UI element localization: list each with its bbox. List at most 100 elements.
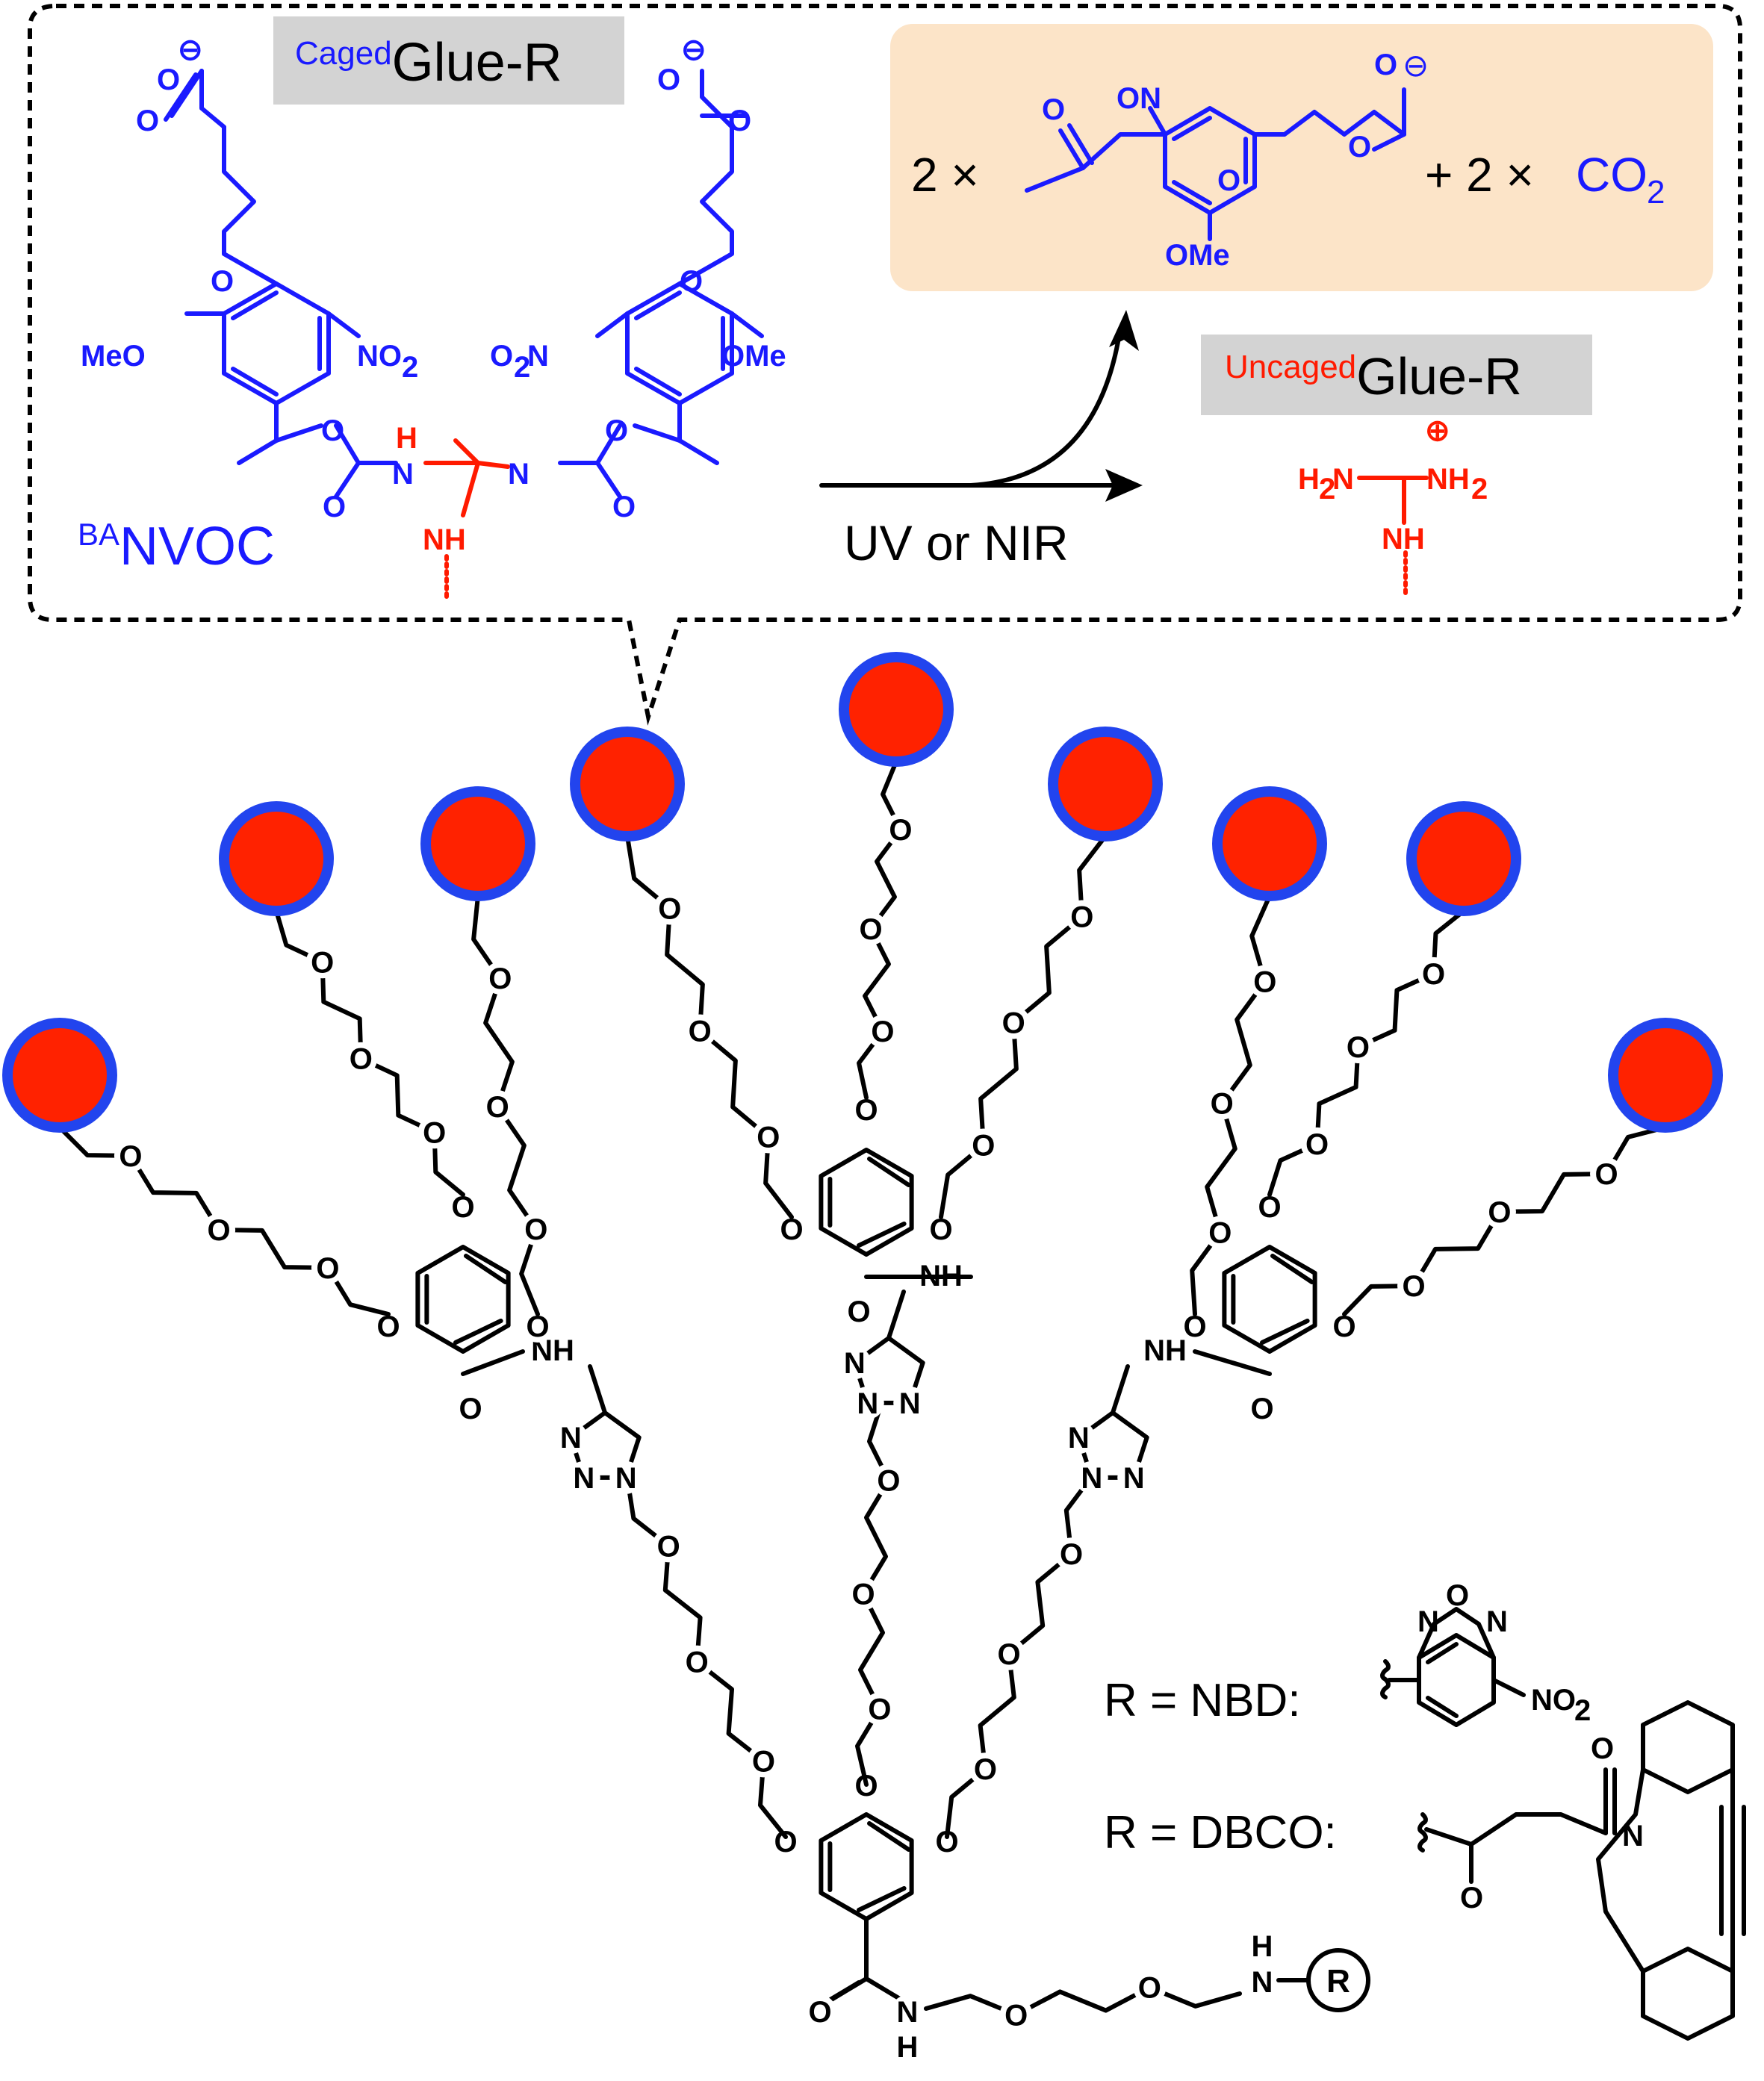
uncaged-atoms: H 2 N NH 2 ⊕ NH bbox=[1298, 414, 1488, 556]
core-amide-n: N bbox=[897, 1996, 919, 2029]
ether-oxygen: O bbox=[877, 1465, 900, 1498]
atom-mask bbox=[751, 1120, 785, 1154]
ether-oxygen: O bbox=[689, 1015, 712, 1048]
svg-text:O: O bbox=[157, 63, 180, 96]
svg-text:MeO: MeO bbox=[81, 340, 146, 373]
ether-oxygen: O bbox=[1208, 1216, 1232, 1249]
atom-mask bbox=[931, 1825, 963, 1858]
atom-mask bbox=[1482, 1195, 1516, 1228]
ether-oxygen: O bbox=[1594, 1158, 1618, 1191]
ring-double-bond bbox=[1270, 1254, 1314, 1284]
atom-mask bbox=[483, 962, 517, 995]
r-circle bbox=[1306, 1948, 1370, 2012]
atom-mask bbox=[1065, 900, 1099, 933]
branch-ring bbox=[1222, 1245, 1317, 1354]
svg-text:O: O bbox=[680, 265, 703, 298]
ether-oxygen: O bbox=[658, 892, 681, 925]
svg-text:H: H bbox=[1298, 463, 1320, 496]
caged-label-bg bbox=[273, 16, 624, 105]
svg-text:H: H bbox=[396, 422, 417, 455]
atom-mask bbox=[683, 1014, 717, 1048]
svg-text:⊕: ⊕ bbox=[1425, 414, 1450, 447]
branch-ring bbox=[415, 1245, 511, 1354]
byproduct-box bbox=[890, 24, 1713, 291]
caged-left-ring bbox=[222, 281, 331, 405]
svg-text:O: O bbox=[1591, 1732, 1614, 1765]
uncaged-label-sup: Uncaged bbox=[1225, 349, 1356, 385]
amide-o: O bbox=[1250, 1393, 1273, 1425]
triazole-n: N bbox=[560, 1422, 582, 1455]
atom-mask bbox=[680, 1645, 714, 1679]
byproduct-text: 2 × O ON OMe O O O ⊖ + 2 × CO 2 bbox=[911, 48, 1665, 272]
caged-atoms: O ⊖ O O MeO NO 2 O O N H NH N O O O 2 N … bbox=[81, 34, 786, 556]
core-c-n bbox=[864, 1976, 906, 2003]
svg-text:O: O bbox=[657, 63, 680, 96]
core-carbonyl-o: O bbox=[808, 1996, 831, 2029]
atom-mask bbox=[536, 1334, 569, 1366]
svg-text:2: 2 bbox=[1471, 473, 1488, 506]
ether-oxygen: O bbox=[423, 1116, 446, 1149]
ether-oxygen: O bbox=[1211, 1088, 1234, 1121]
ether-oxygen: O bbox=[974, 1753, 997, 1786]
atom-mask bbox=[769, 1825, 802, 1858]
triazole-n: N bbox=[1123, 1462, 1145, 1495]
svg-text:NH: NH bbox=[423, 523, 466, 556]
ether-oxygen: O bbox=[1347, 1031, 1370, 1064]
svg-text:ON: ON bbox=[1117, 82, 1161, 115]
atom-mask bbox=[1133, 1970, 1167, 2004]
atom-mask bbox=[1055, 1537, 1088, 1571]
ether-oxygen: O bbox=[657, 1530, 680, 1563]
atom-mask bbox=[842, 1295, 875, 1328]
nbd-structure bbox=[1380, 1607, 1526, 1727]
ether-oxygen: O bbox=[1253, 965, 1276, 998]
svg-text:O: O bbox=[605, 414, 628, 447]
atom-mask bbox=[114, 1139, 147, 1172]
svg-text:O: O bbox=[323, 491, 346, 523]
atom-mask bbox=[1075, 1461, 1108, 1494]
ring-double-bond bbox=[867, 1821, 911, 1852]
atom-mask bbox=[1246, 1392, 1279, 1425]
svg-text:O: O bbox=[1348, 131, 1371, 164]
svg-text:2: 2 bbox=[514, 351, 530, 384]
uncaged-label: UncagedGlue-R bbox=[1225, 347, 1522, 405]
dbco-structure bbox=[1417, 1700, 1746, 2041]
ether-oxygen: O bbox=[871, 1015, 894, 1048]
atom-mask bbox=[804, 1995, 836, 2028]
core-amide-h: H bbox=[897, 2031, 919, 2064]
svg-text:⊖: ⊖ bbox=[178, 34, 203, 66]
ether-oxygen: O bbox=[868, 1693, 891, 1726]
atom-mask bbox=[1246, 1929, 1279, 1962]
atom-mask bbox=[1248, 965, 1282, 998]
caged-glue-bead bbox=[570, 727, 685, 842]
caged-glue-bead bbox=[1406, 801, 1521, 916]
banvoc-label-main: NVOC bbox=[119, 517, 275, 576]
methylene bbox=[1111, 1364, 1130, 1415]
svg-text:NH: NH bbox=[1426, 463, 1470, 496]
svg-text:CO: CO bbox=[1576, 148, 1647, 202]
atom-mask bbox=[1149, 1334, 1181, 1366]
atom-mask bbox=[481, 1089, 515, 1123]
atom-mask bbox=[417, 1116, 451, 1149]
peg-chain bbox=[924, 1985, 1242, 2018]
ether-oxygen: O bbox=[757, 1121, 780, 1154]
atom-mask bbox=[1062, 1421, 1096, 1455]
ether-oxygen: O bbox=[316, 1252, 339, 1285]
caged-glue-bead bbox=[2, 1018, 117, 1133]
svg-text:O: O bbox=[136, 105, 159, 137]
r-nbd-label: R = NBD: bbox=[1104, 1675, 1301, 1726]
atom-mask bbox=[993, 1637, 1026, 1670]
atom-mask bbox=[305, 945, 339, 979]
triazole-n: N bbox=[1068, 1422, 1090, 1455]
atom-mask bbox=[1417, 956, 1450, 990]
caged-right-ring bbox=[625, 281, 734, 405]
ring-double-bond bbox=[857, 1222, 907, 1248]
atom-mask bbox=[1117, 1461, 1151, 1494]
atom-mask bbox=[999, 1998, 1033, 2032]
atom-mask bbox=[652, 1529, 686, 1563]
atom-mask bbox=[311, 1251, 344, 1284]
ring-double-bond bbox=[453, 1319, 503, 1345]
atom-mask bbox=[747, 1744, 780, 1778]
amide-bond bbox=[461, 1349, 525, 1376]
